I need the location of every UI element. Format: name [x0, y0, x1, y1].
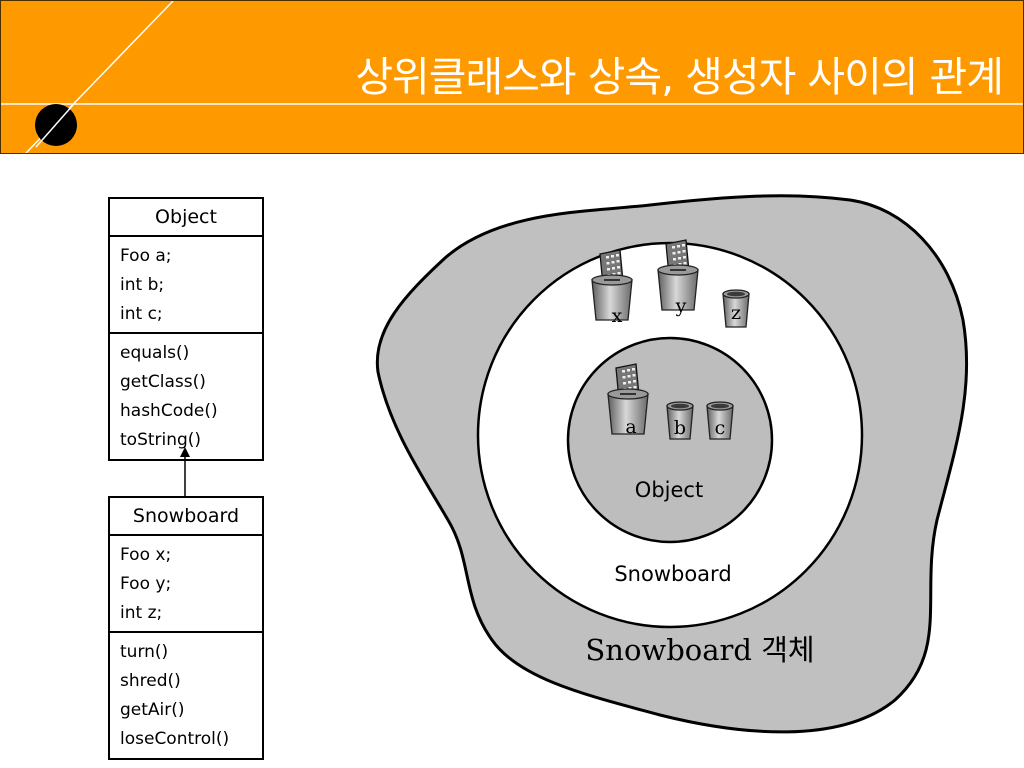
field-y-label: y — [675, 295, 687, 317]
class-name: Snowboard — [110, 498, 262, 536]
snowboard-object-caption: Snowboard 객체 — [585, 633, 814, 667]
arrow-head — [180, 447, 190, 457]
method: turn() — [120, 642, 169, 663]
method: equals() — [120, 343, 190, 364]
method: hashCode() — [120, 400, 218, 421]
bullet-slash — [35, 104, 74, 148]
field-b-label: b — [674, 417, 686, 439]
method: toString() — [120, 429, 202, 450]
class-name: Object — [110, 199, 262, 237]
field-a-label: a — [625, 416, 636, 438]
uml-class-object: Object Foo a; int b; int c; equals() get… — [108, 197, 264, 461]
method: getClass() — [120, 372, 206, 393]
field: int c; — [120, 303, 163, 324]
class-methods: turn() shred() getAir() loseControl() — [110, 631, 262, 757]
field: int b; — [120, 274, 165, 295]
method: loseControl() — [120, 728, 230, 749]
field-z-label: z — [731, 302, 741, 324]
field: Foo y; — [120, 573, 172, 594]
class-fields: Foo x; Foo y; int z; — [110, 536, 262, 631]
field: int z; — [120, 602, 163, 623]
method: getAir() — [120, 699, 185, 720]
inheritance-arrow — [180, 447, 190, 496]
field: Foo a; — [120, 246, 172, 266]
object-diagram: x y z a b c Object Snowboard Snowboard 객… — [375, 194, 969, 734]
header-decoration — [1, 1, 1023, 153]
object-circle — [566, 336, 774, 544]
method: shred() — [120, 671, 181, 692]
field: Foo x; — [120, 545, 172, 565]
slide-title: 상위클래스와 상속, 생성자 사이의 관계 — [355, 53, 1004, 101]
field-c-label: c — [715, 417, 726, 439]
class-fields: Foo a; int b; int c; — [110, 237, 262, 332]
field-x-label: x — [612, 305, 623, 327]
uml-class-snowboard: Snowboard Foo x; Foo y; int z; turn() sh… — [108, 496, 264, 760]
class-methods: equals() getClass() hashCode() toString(… — [110, 332, 262, 458]
snowboard-ring-label: Snowboard — [614, 562, 731, 586]
object-circle-label: Object — [635, 478, 703, 502]
title-bar: 상위클래스와 상속, 생성자 사이의 관계 — [0, 0, 1024, 154]
